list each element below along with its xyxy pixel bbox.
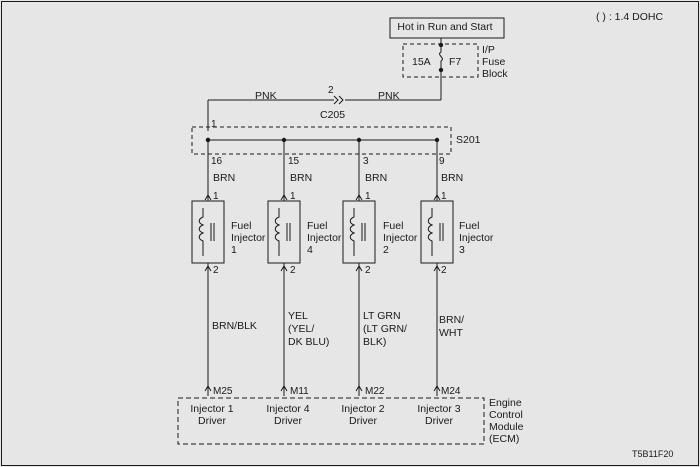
injector-4-coil — [427, 208, 434, 256]
injector-2-label-1: Fuel — [383, 220, 404, 232]
branch-3-wire-color: BRN — [365, 172, 388, 184]
injector-4-box — [420, 200, 454, 264]
ecm-pin-2: M11 — [290, 386, 309, 397]
injector-3-pin-bottom: 2 — [441, 265, 447, 276]
fuse-top-terminal — [438, 42, 444, 48]
fuse-id: F7 — [449, 56, 462, 68]
feed-wire-right-color: PNK — [378, 90, 400, 102]
injector-2-coil — [274, 208, 281, 256]
injector-1-box — [191, 200, 225, 264]
driver-1-label-1: Injector 1 — [190, 403, 234, 415]
ecm-label-2: Control — [489, 409, 523, 421]
injector-2-box — [267, 200, 301, 264]
splice-label: S201 — [456, 134, 481, 146]
driver-2-label-1: Injector 2 — [341, 403, 385, 415]
ecm-label-3: Module — [489, 421, 524, 433]
branch-2-lower-wire-color-1: YEL — [288, 310, 308, 322]
injector-3-coil — [349, 208, 356, 256]
branch-1-connector-top-arrow — [204, 194, 212, 201]
driver-4-label-2: Driver — [274, 415, 302, 427]
branch-4-lower-wire-color-1: BRN/ — [439, 314, 465, 326]
fuse-f7-symbol — [439, 45, 443, 70]
injector-2-pin-bottom: 2 — [365, 265, 371, 276]
branch-3-connector-bottom-arrow — [355, 265, 363, 272]
injector-1-label-2: Injector — [231, 232, 266, 244]
injector-2-label-3: 2 — [383, 244, 389, 256]
driver-3-label-2: Driver — [425, 415, 453, 427]
injector-4-label-3: 4 — [307, 244, 313, 256]
branch-2-ecm-arrow — [280, 385, 288, 392]
injector-3-label-3: 3 — [459, 244, 465, 256]
injector-1-pin-top: 1 — [213, 191, 219, 202]
connector-label: C205 — [320, 109, 346, 121]
splice-pin-1: 16 — [211, 156, 223, 167]
injector-2-pin-top: 1 — [365, 191, 371, 202]
driver-3-label-1: Injector 3 — [417, 403, 461, 415]
branch-3-ecm-arrow — [355, 385, 363, 392]
branch-4-connector-bottom-arrow — [433, 265, 441, 272]
injector-4-pin-bottom: 2 — [290, 265, 296, 276]
ecm-pin-1: M25 — [213, 386, 233, 397]
fuse-block-label-3: Block — [482, 68, 508, 80]
branch-4-connector-top-arrow — [433, 194, 441, 201]
injector-1-coil — [198, 208, 205, 256]
injector-4-label-1: Fuel — [307, 220, 328, 232]
driver-2-label-2: Driver — [349, 415, 377, 427]
fuse-block-label-2: Fuse — [482, 56, 506, 68]
branch-1-wire-color: BRN — [213, 172, 236, 184]
branch-1-connector-bottom-arrow — [204, 265, 212, 272]
branch-3-lower-wire-color-2: (LT GRN/ — [363, 323, 407, 335]
injector-2-label-2: Injector — [383, 232, 418, 244]
driver-4-label-1: Injector 4 — [266, 403, 310, 415]
branch-3-lower-wire-color-3: BLK) — [363, 336, 387, 348]
branch-4-wire-color: BRN — [441, 172, 464, 184]
injector-3-pin-top: 1 — [441, 191, 447, 202]
feed-wire-left-color: PNK — [255, 90, 277, 102]
splice-in-pin: 1 — [211, 119, 217, 130]
injector-1-pin-bottom: 2 — [213, 265, 219, 276]
ecm-pin-4: M24 — [441, 386, 461, 397]
injector-1-label-1: Fuel — [231, 220, 252, 232]
driver-1-label-2: Driver — [198, 415, 226, 427]
fuse-block-label-1: I/P — [482, 44, 495, 56]
injector-1-label-3: 1 — [231, 244, 237, 256]
engine-note: ( ) : 1.4 DOHC — [596, 11, 664, 23]
figure-code: T5B11F20 — [632, 449, 674, 459]
splice-pin-4: 9 — [439, 156, 445, 167]
branch-3-lower-wire-color-1: LT GRN — [363, 310, 401, 322]
ecm-label-1: Engine — [489, 397, 522, 409]
branch-2-connector-bottom-arrow — [280, 265, 288, 272]
fuse-rating: 15A — [412, 56, 431, 68]
injector-3-label-2: Injector — [459, 232, 494, 244]
injector-4-label-2: Injector — [307, 232, 342, 244]
branch-4-lower-wire-color-2: WHT — [439, 327, 463, 339]
power-source-label: Hot in Run and Start — [397, 21, 493, 33]
branch-1-ecm-arrow — [204, 385, 212, 392]
branch-4-ecm-arrow — [433, 385, 441, 392]
branch-2-wire-color: BRN — [290, 172, 313, 184]
splice-pin-2: 15 — [288, 156, 300, 167]
branch-2-connector-top-arrow — [280, 194, 288, 201]
branch-3-connector-top-arrow — [355, 194, 363, 201]
branch-2-lower-wire-color-3: DK BLU) — [288, 336, 330, 348]
ecm-box — [177, 397, 485, 445]
ecm-pin-3: M22 — [365, 386, 385, 397]
injector-3-label-1: Fuel — [459, 220, 480, 232]
injector-3-box — [342, 200, 376, 264]
splice-pin-3: 3 — [363, 156, 369, 167]
connector-pin: 2 — [328, 85, 334, 96]
power-source-box — [389, 17, 505, 39]
connector-c205-symbol — [333, 95, 344, 105]
injector-4-pin-top: 1 — [290, 191, 296, 202]
splice-s201-box — [191, 126, 452, 155]
ecm-label-4: (ECM) — [489, 433, 520, 445]
branch-2-lower-wire-color-2: (YEL/ — [288, 323, 315, 335]
branch-1-lower-wire-color: BRN/BLK — [212, 320, 257, 332]
